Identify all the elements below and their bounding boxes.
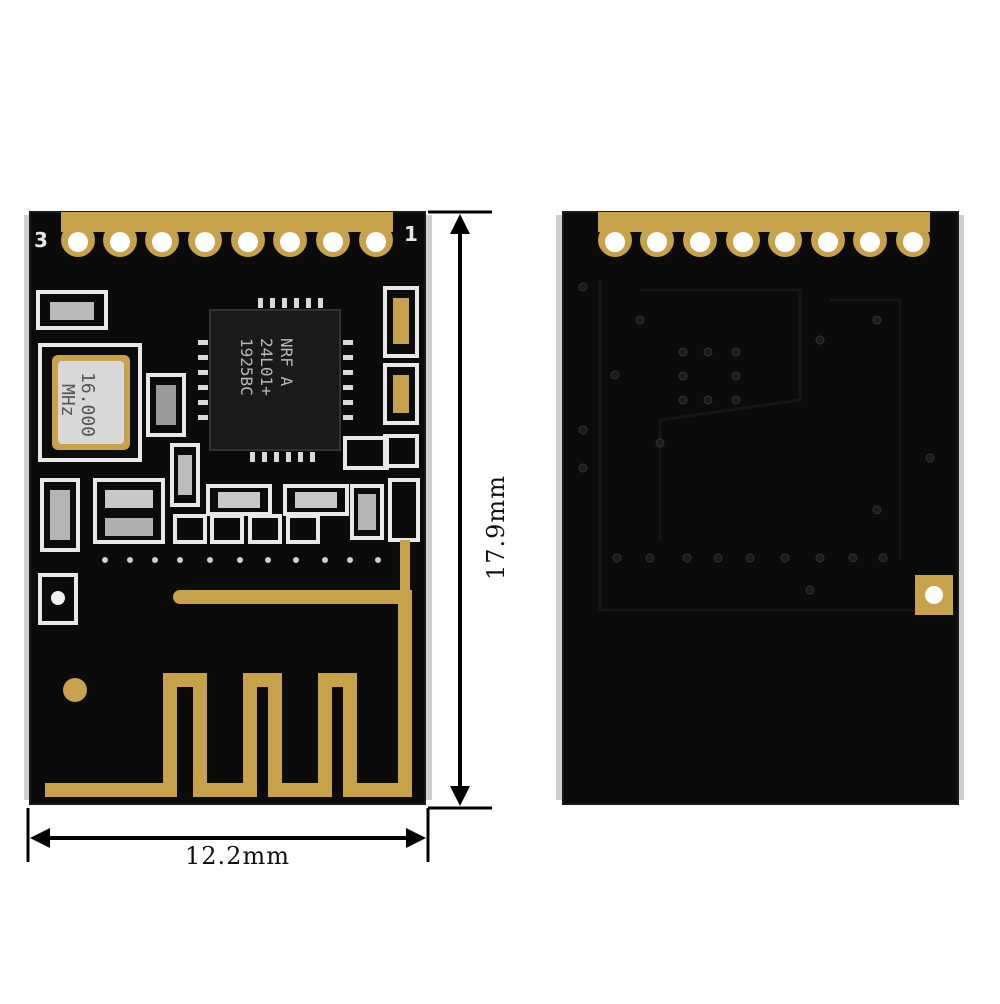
back-board <box>556 211 964 805</box>
front-board <box>24 211 432 805</box>
crystal-oscillator <box>38 343 142 462</box>
fiducial <box>63 678 87 702</box>
mount-pad-outline <box>38 573 78 625</box>
pcb-antenna <box>45 590 412 797</box>
front-pin-header <box>61 212 393 257</box>
crystal-marking-line-2: MHz <box>57 384 78 417</box>
chip-marking-line-1: NRF A <box>277 338 296 387</box>
chip-marking-line-3: 1925BC <box>237 338 256 396</box>
via-row <box>102 557 381 563</box>
right-components <box>146 286 419 507</box>
capacitor-outline <box>36 290 108 330</box>
height-dimension-label: 17.9mm <box>482 475 510 580</box>
pin-1-marker: 1 <box>404 222 418 246</box>
crystal-marking-line-1: 16.000 <box>77 372 98 438</box>
width-dimension-label: 12.2mm <box>185 842 290 870</box>
nrf24l01-chip <box>198 298 353 462</box>
passive-components <box>40 478 420 552</box>
capacitor <box>50 302 94 320</box>
mount-pad <box>51 591 65 605</box>
chip-marking-line-2: 24L01+ <box>257 338 276 396</box>
pin-3-marker: 3 <box>34 228 48 252</box>
dimension-lines <box>26 210 492 862</box>
